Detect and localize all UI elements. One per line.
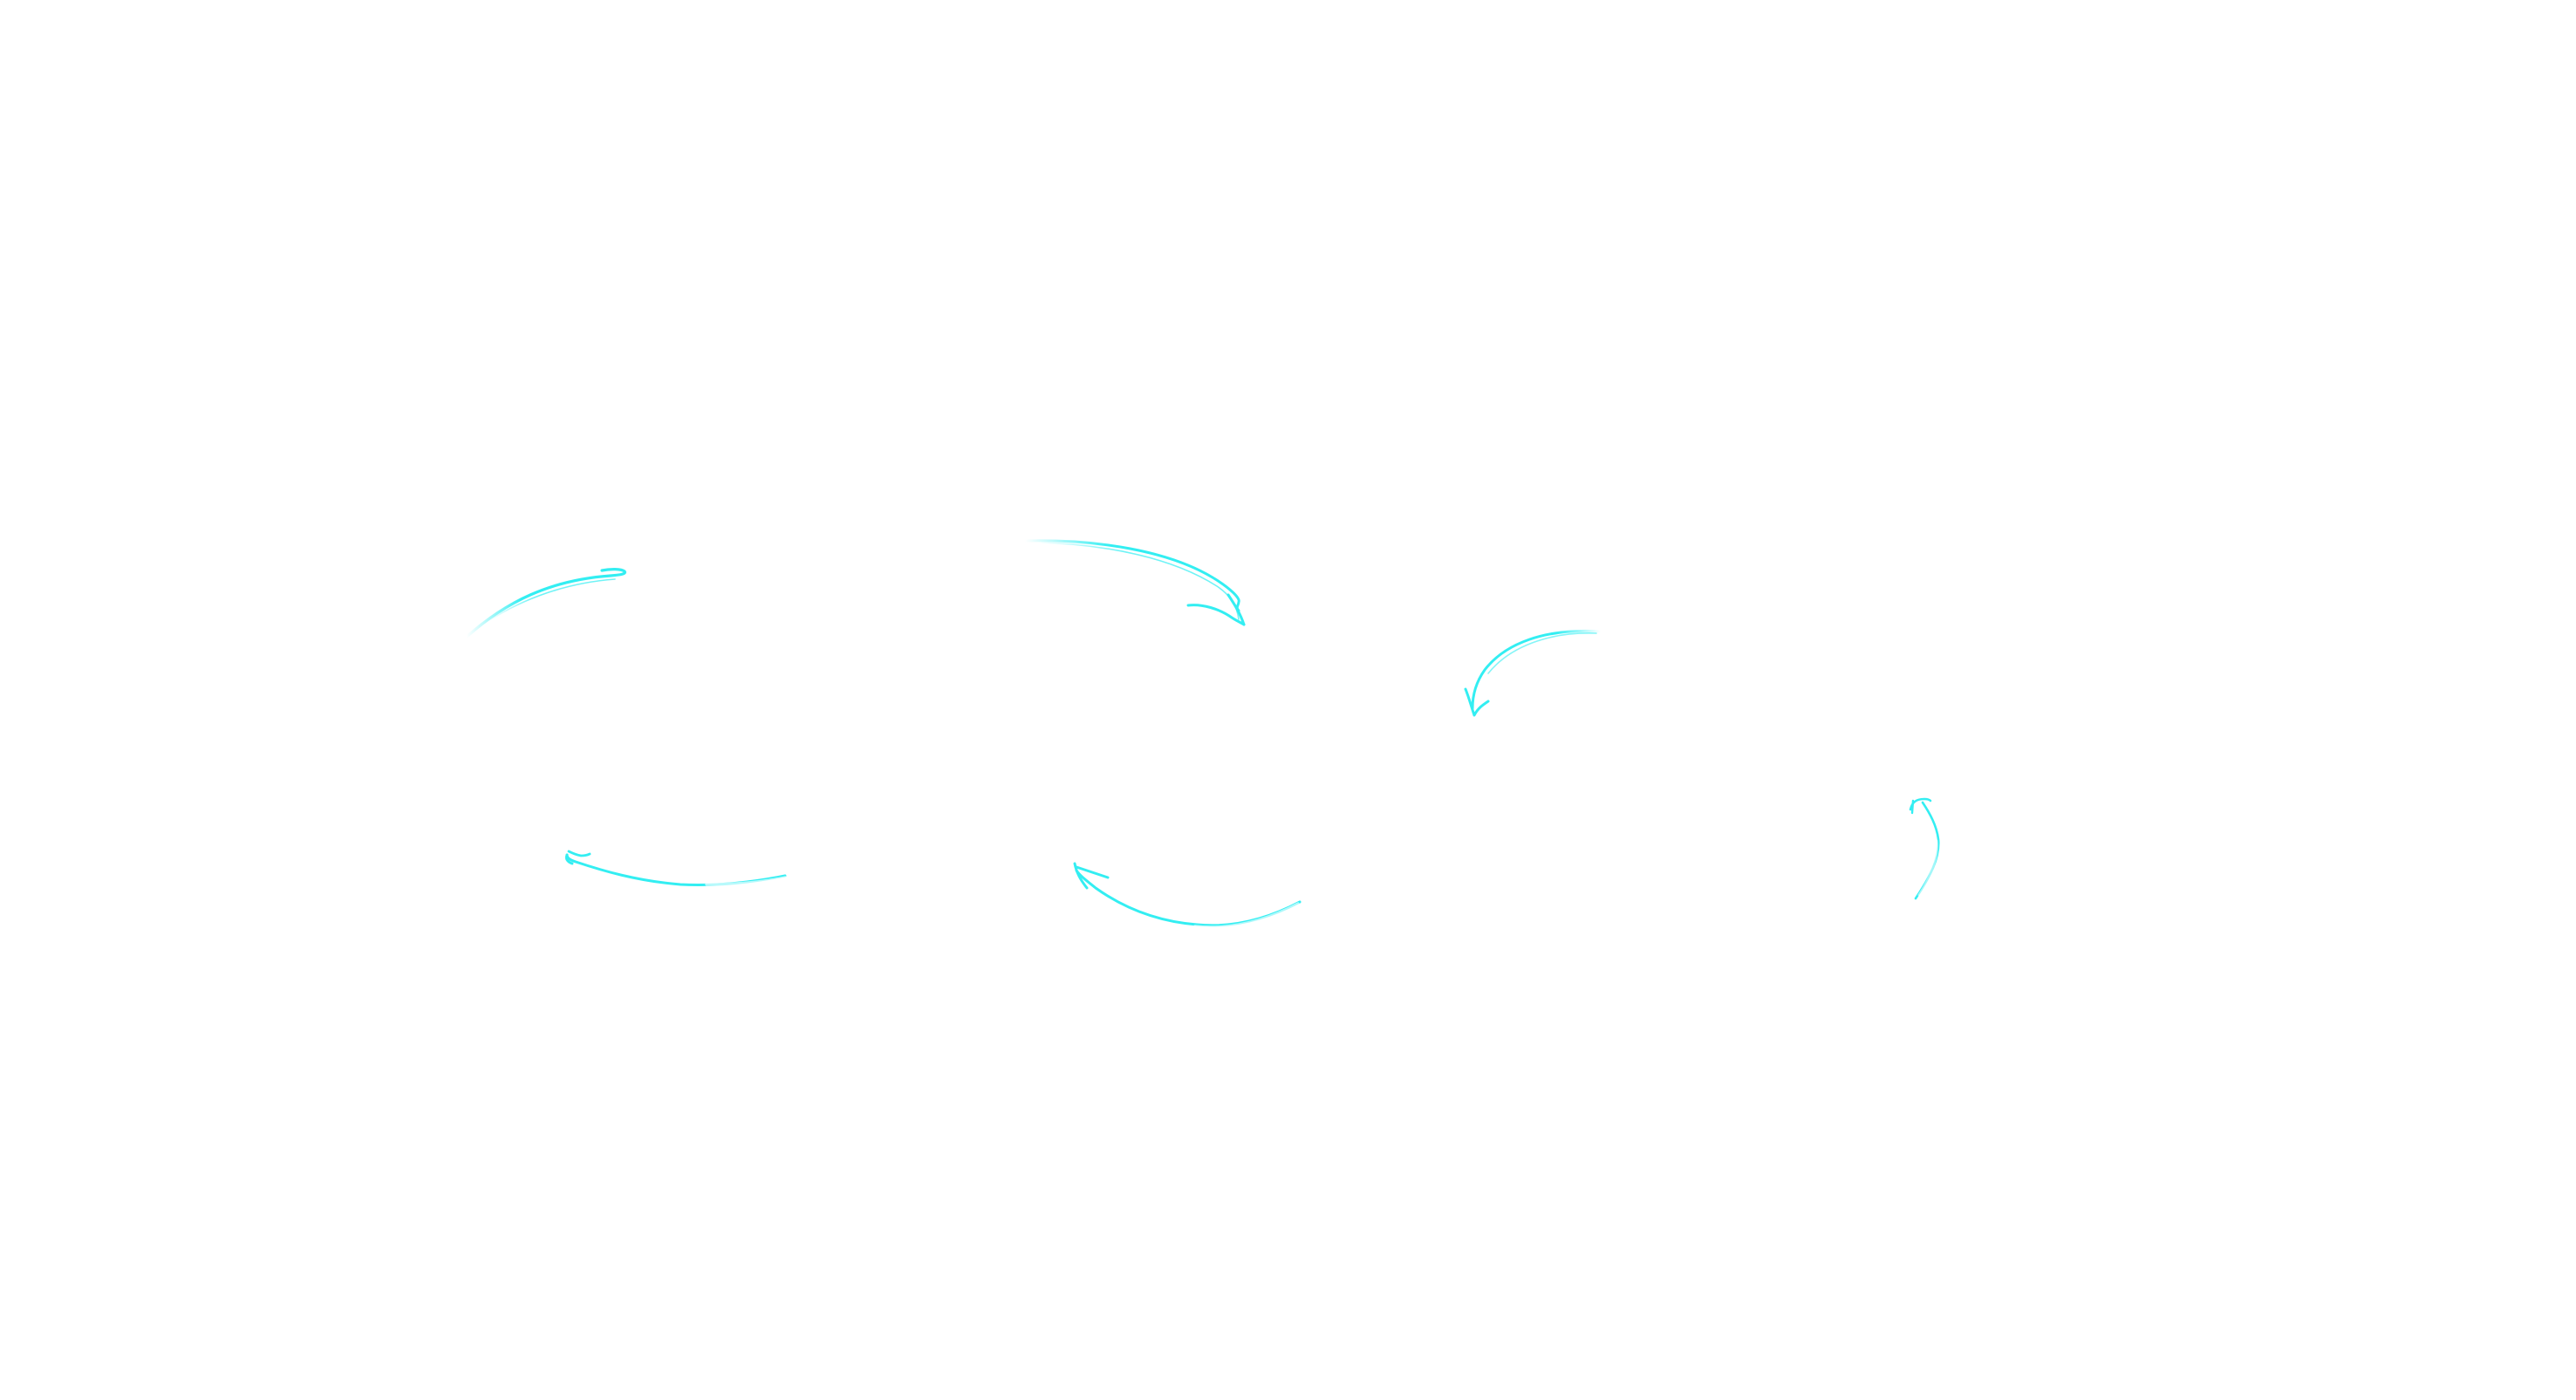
arrow-far-right-icon (1909, 797, 1940, 900)
arrow-top-middle-icon (1023, 539, 1246, 626)
arrow-center-right-icon (1464, 629, 1602, 717)
arrow-bottom-left-icon (564, 850, 787, 887)
arrow-bottom-middle-icon (1073, 862, 1302, 929)
arrow-top-left-icon (465, 568, 626, 639)
